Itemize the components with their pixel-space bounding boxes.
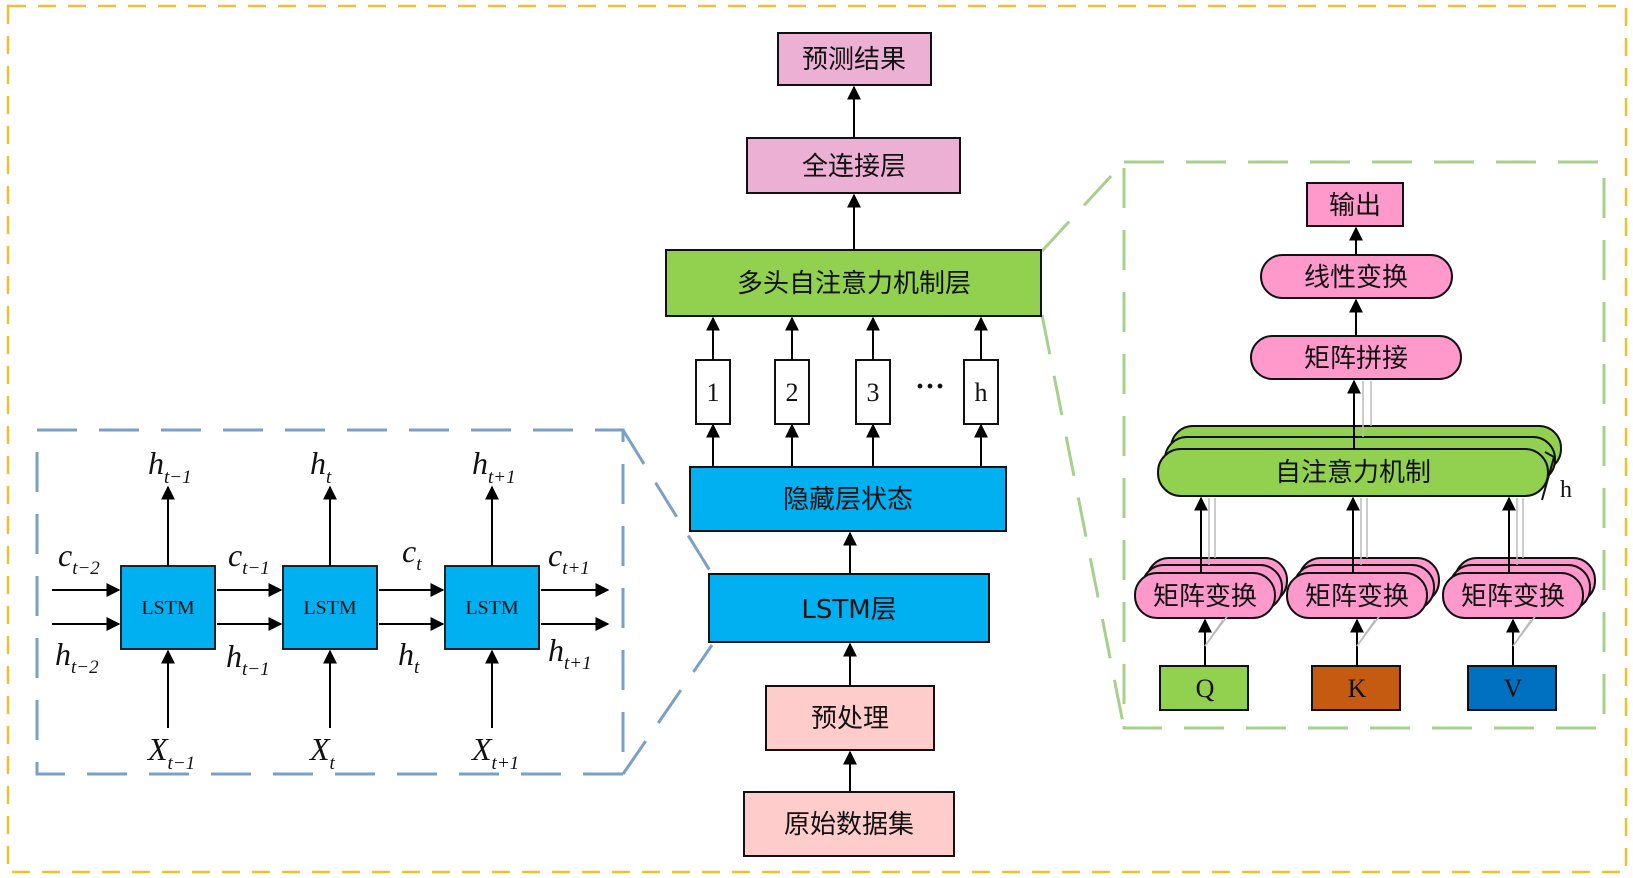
matrix-transform-label: 矩阵变换 [1461, 582, 1565, 612]
head-box [855, 359, 891, 425]
matrix-transform-pill [1134, 572, 1276, 619]
preprocess-box [765, 685, 935, 751]
h-state-label: ht+1 [548, 632, 592, 674]
head-label: 1 [707, 378, 720, 407]
hidden-state-box [689, 466, 1007, 532]
h-output-label: ht−1 [148, 445, 192, 488]
h-count-label: h [1560, 477, 1572, 503]
fully-connected-box [746, 137, 961, 194]
head-box [774, 359, 810, 425]
h-state-label: ht−2 [55, 636, 99, 678]
x-input-label: Xt+1 [470, 731, 519, 774]
hidden-state-label: 隐藏层状态 [783, 485, 913, 515]
lstm-zoom-line-bottom [621, 644, 714, 775]
multihead-attention-label: 多头自注意力机制层 [737, 269, 971, 299]
h-output-label: ht+1 [472, 445, 516, 488]
lstm-cell [282, 565, 378, 650]
prediction-result-label: 预测结果 [802, 45, 906, 75]
lstm-cell [444, 565, 540, 650]
linear-transform-pill [1260, 254, 1453, 299]
prediction-result-box [777, 32, 932, 86]
gray-line [1204, 613, 1230, 647]
linear-transform-label: 线性变换 [1304, 263, 1408, 293]
h-bracket-icon [1541, 451, 1556, 501]
input-label: V [1504, 674, 1523, 703]
fully-connected-label: 全连接层 [802, 152, 906, 182]
lstm-layer-box [708, 573, 990, 643]
input-k-box [1311, 665, 1401, 711]
lstm-cell [120, 565, 216, 650]
attention-detail: 输出 线性变换 矩阵拼接 自注意力机制 h 矩阵变换 Q 矩阵变换 K 矩阵变换 V [1134, 182, 1596, 711]
h-state-label: ht−1 [226, 638, 270, 680]
raw-dataset-box [743, 791, 955, 857]
gray-line [1512, 613, 1538, 647]
head-box [963, 359, 999, 425]
head-label: 3 [867, 378, 880, 407]
matrix-transform-label: 矩阵变换 [1305, 582, 1409, 612]
gray-line [1356, 613, 1382, 647]
c-state-label: ct [402, 533, 422, 575]
attention-heads: 1 2 3 h [695, 316, 999, 467]
c-state-label: ct+1 [548, 537, 590, 579]
center-pipeline: 预测结果 全连接层 多头自注意力机制层 1 2 3 h ··· 隐藏层状态 LSTM层… [665, 32, 1042, 857]
multihead-attention-box [665, 249, 1042, 317]
h-state-label: ht [398, 636, 420, 678]
lstm-cell-label: LSTM [303, 597, 357, 619]
head-label: h [975, 378, 988, 407]
lstm-cell-label: LSTM [141, 597, 195, 619]
attention-detail-frame [1122, 160, 1606, 730]
attention-zoom-line-bottom [1040, 314, 1126, 729]
x-input-label: Xt [308, 731, 336, 774]
concat-pill [1250, 335, 1462, 380]
h-output-label: ht [310, 445, 332, 488]
x-input-label: Xt−1 [146, 731, 195, 774]
concat-label: 矩阵拼接 [1304, 344, 1408, 374]
input-label: K [1348, 674, 1367, 703]
head-label: 2 [786, 378, 799, 407]
lstm-detail-frame [35, 428, 625, 776]
lstm-cell-label: LSTM [465, 597, 519, 619]
lstm-layer-label: LSTM层 [801, 595, 896, 625]
input-q-box [1159, 665, 1249, 711]
heads-ellipsis: ··· [915, 370, 945, 403]
matrix-transform-pill [1442, 572, 1584, 619]
matrix-transform-label: 矩阵变换 [1153, 582, 1257, 612]
lstm-zoom-line-top [621, 429, 714, 575]
raw-dataset-label: 原始数据集 [784, 810, 914, 840]
outer-frame [6, 4, 1628, 874]
c-state-label: ct−1 [228, 537, 270, 579]
input-label: Q [1196, 674, 1215, 703]
self-attention-label: 自注意力机制 [1275, 458, 1431, 488]
matrix-transform-pill [1286, 572, 1428, 619]
output-box [1306, 182, 1404, 227]
qkv-branches: 矩阵变换 Q 矩阵变换 K 矩阵变换 V [1134, 496, 1596, 711]
input-v-box [1467, 665, 1557, 711]
c-state-label: ct−2 [58, 537, 100, 579]
preprocess-label: 预处理 [811, 704, 889, 734]
output-label: 输出 [1329, 191, 1381, 221]
attention-zoom-line-top [1040, 160, 1126, 253]
